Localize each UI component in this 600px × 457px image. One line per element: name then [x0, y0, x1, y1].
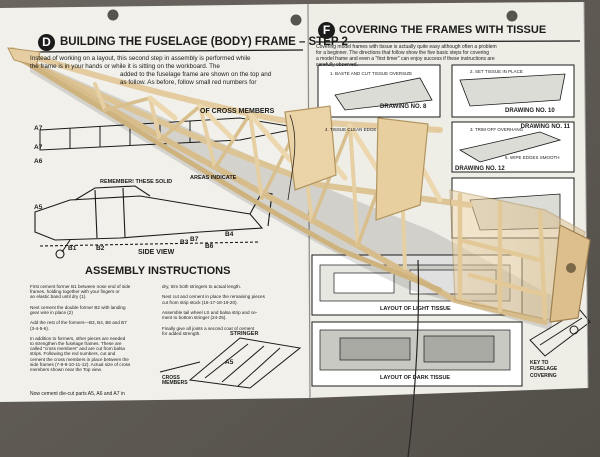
- drawing-note: 3. TRIM OFF OVERHANG: [470, 127, 524, 132]
- part-label: B6: [205, 243, 214, 250]
- instruction-line: Next cut and cement in place the remaini…: [162, 294, 265, 300]
- side-view-label: SIDE VIEW: [138, 249, 175, 256]
- frame-shadow: [30, 60, 560, 330]
- instruction-line: Finally give all joints a second coat of…: [162, 325, 255, 331]
- instruction-line: to strengthen the fuselage frames. These…: [30, 341, 122, 347]
- drawing-note: 4. TISSUE CLEAN EDGE: [325, 127, 377, 132]
- assembly-heading: ASSEMBLY INSTRUCTIONS: [85, 265, 231, 277]
- drawing-note: 2. SET TISSUE IN PLACE: [470, 69, 523, 74]
- bottom-longeron-left: [17, 53, 548, 325]
- cross-member-sketch: [159, 337, 302, 389]
- instruction-line: strips. Following the red numbers, cut a…: [30, 351, 116, 357]
- left-intro-line: Instead of working on a layout, this sec…: [30, 55, 251, 62]
- instruction-line: First cement former B1 between nose end …: [30, 284, 131, 289]
- thread: [407, 259, 420, 457]
- instruction-line: side frames (7-8-9-10-11-12). Actual siz…: [30, 361, 131, 367]
- drawing-note: 1. BASTE AND CUT TISSUE OVERSIZE: [330, 71, 413, 76]
- binder-hole: [290, 14, 302, 26]
- thread-fine: [287, 114, 296, 201]
- instruction-line: members shown near the Top view.: [30, 367, 102, 372]
- instruction-line: Add the rest of the formers—B3, B4, B6 a…: [30, 320, 127, 326]
- tail-hole: [566, 263, 576, 273]
- dark-tissue-label: LAYOUT OF DARK TISSUE: [380, 375, 451, 381]
- instruction-line: cement the cross members in place betwee…: [30, 356, 129, 362]
- binder-hole: [107, 9, 119, 21]
- former-b4: [375, 117, 429, 221]
- drawing-label-10: DRAWING NO. 10: [505, 108, 555, 114]
- cross-members-heading: OF CROSS MEMBERS: [200, 108, 275, 115]
- tail-end-block: [549, 224, 591, 323]
- light-tissue-label: LAYOUT OF LIGHT TISSUE: [380, 306, 451, 312]
- right-intro-line: Covering model frames with tissue is act…: [316, 44, 497, 50]
- instruction-line: Next cement the double former B2 with la…: [30, 304, 126, 310]
- instruction-line: cut from strip stock (16-17-18-19-20).: [162, 299, 238, 305]
- tail-uprights: [457, 192, 548, 321]
- binder-hole: [506, 10, 518, 22]
- drawing-label-12: DRAWING NO. 12: [455, 166, 505, 172]
- part-label: B3: [180, 239, 189, 246]
- remember-note: REMEMBER! THESE SOLID: [100, 179, 173, 185]
- instruction-line: (3-4-5-6).: [30, 325, 50, 331]
- instruction-line: dry, trim both stringers to actual lengt…: [162, 284, 242, 289]
- top-longeron-left: [9, 47, 443, 133]
- step-d-badge: D: [38, 34, 55, 51]
- left-heading: BUILDING THE FUSELAGE (BODY) FRAME – STE…: [60, 36, 348, 48]
- instruction-line: frames, holding together with your finge…: [30, 289, 120, 295]
- part-label: A5: [225, 359, 234, 366]
- part-label: A5: [34, 204, 43, 211]
- footer-note: Now cement die-cut parts A5, A6 and A7 i…: [30, 391, 125, 397]
- instruction-line: for added strength.: [162, 330, 201, 336]
- part-label: A6: [34, 158, 43, 165]
- part-label: A7: [34, 125, 43, 132]
- right-intro-line: a model frame and even a "first timer" c…: [316, 56, 495, 62]
- left-intro-line: the frame is in your hands or while it i…: [30, 63, 220, 70]
- bottom-longeron-right: [19, 57, 443, 293]
- right-heading: COVERING THE FRAMES WITH TISSUE: [339, 24, 547, 36]
- part-label: A7: [34, 144, 43, 151]
- instruction-line: ment to bottom stringer (24-25).: [162, 315, 227, 321]
- left-intro-line: as follow. As before, follow small red n…: [120, 79, 257, 86]
- stringer-label: STRINGER: [230, 331, 259, 337]
- cross-members-label: CROSS MEMBERS: [162, 375, 188, 386]
- former-b3: [284, 105, 337, 191]
- drawing-box-11: [451, 121, 575, 173]
- drawing-box-8: [317, 64, 441, 118]
- assembly-col-1: First cement former B1 between nose end …: [30, 284, 160, 373]
- part-label: B7: [190, 236, 199, 243]
- left-instruction-sheet: [0, 4, 312, 402]
- instruction-line: In addition to formers, other pieces are…: [30, 335, 126, 341]
- instruction-line: called "cross members" and are cut from …: [30, 346, 125, 352]
- step-f-badge: F: [318, 22, 335, 39]
- header-rule: [315, 40, 581, 43]
- instruction-line: gear wire in place (2): [30, 309, 73, 315]
- header-rule: [29, 49, 304, 53]
- nose-point: [7, 47, 41, 67]
- assembly-col-2: dry, trim both stringers to actual lengt…: [162, 284, 302, 337]
- right-intro-line: carefully observed.: [316, 62, 358, 68]
- covering-key-label: KEY TO FUSELAGE COVERING: [530, 360, 558, 379]
- instruction-line: an elastic band until dry (1).: [30, 294, 87, 300]
- part-label: B4: [225, 231, 234, 238]
- drawing-label-8: DRAWING NO. 8: [380, 104, 427, 110]
- drawing-label-11: DRAWING NO. 11: [520, 124, 570, 130]
- instruction-line: Assemble tail wheel LS and balsa strip a…: [162, 309, 258, 315]
- drawing-note: 5. WIPE EDGES SMOOTH: [505, 155, 560, 160]
- left-intro-line: added to the fuselage frame are shown on…: [120, 71, 272, 78]
- balsa-fuselage-frame: [7, 47, 591, 330]
- sheet-edge: [583, 1, 589, 389]
- drawing-box-10: [451, 64, 575, 118]
- part-label: B1: [68, 245, 77, 252]
- right-intro-line: for a beginner. The directions that foll…: [316, 50, 490, 56]
- areas-note: AREAS INDICATE: [190, 175, 237, 181]
- part-label: B2: [96, 245, 105, 252]
